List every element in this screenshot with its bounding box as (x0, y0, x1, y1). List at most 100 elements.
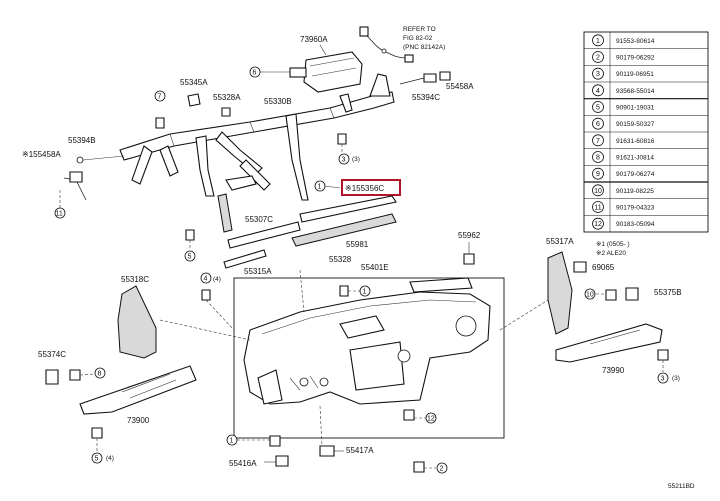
clip-55375B (625, 287, 639, 301)
callout-5[interactable] (184, 250, 196, 262)
label-55315A[interactable]: 55315A (244, 267, 272, 276)
callout-3-right-text: 3 (661, 376, 665, 383)
callout-5-left-text: 5 (95, 456, 99, 463)
clip-55416A (275, 455, 289, 467)
clip-55374C (45, 369, 59, 385)
table-row-part-number[interactable]: 90179-06292 (616, 55, 655, 62)
label-55394B[interactable]: 55394B (68, 136, 96, 145)
callout-12[interactable] (425, 412, 437, 424)
label-55374C[interactable]: 55374C (38, 350, 66, 359)
table-row-number: 7 (596, 138, 600, 145)
callout-11-left[interactable] (54, 207, 66, 219)
table-row-part-number[interactable]: 90159-50327 (616, 121, 655, 128)
label-55328[interactable]: 55328 (329, 255, 352, 264)
callout-3-top[interactable] (338, 153, 350, 165)
callout-6-text: 6 (253, 70, 257, 77)
label-73960A[interactable]: 73960A (300, 35, 328, 44)
callout-5-left[interactable] (91, 452, 103, 464)
label-55317A[interactable]: 55317A (546, 237, 574, 246)
table-row-number: 5 (596, 105, 600, 112)
table-row-part-number[interactable]: 90179-04323 (616, 205, 655, 212)
bolt-55458A (439, 71, 451, 81)
trim-55307C (217, 193, 301, 269)
lower-panel-73900 (79, 365, 197, 415)
label-55328A[interactable]: 55328A (213, 93, 241, 102)
table-row-callout (592, 167, 604, 180)
callout-1-inner[interactable] (359, 285, 371, 297)
label-55318C[interactable]: 55318C (121, 275, 149, 284)
table-row-part-number[interactable]: 90183-05094 (616, 221, 655, 228)
label-73900[interactable]: 73900 (127, 416, 150, 425)
table-row-number: 11 (594, 205, 601, 212)
note-2: ※2 ALE20 (596, 250, 626, 257)
instrument-panel-55401E (243, 277, 491, 405)
panel-strip-55981 (291, 213, 397, 247)
callout-4[interactable] (200, 272, 212, 284)
table-row-part-number[interactable]: 90179-06274 (616, 171, 655, 178)
table-row-number: 3 (596, 71, 600, 78)
table-row-part-number[interactable]: 90119-08225 (616, 188, 654, 195)
label-155356C[interactable]: ※155356C (345, 184, 384, 193)
callout-11-left-text: 11 (56, 211, 63, 218)
refer-note-line-3[interactable]: (PNC 82142A) (403, 44, 445, 51)
callout-8-text: 8 (98, 371, 102, 378)
assembly-box-55401E (233, 277, 505, 439)
callout-12-text: 12 (427, 416, 435, 423)
callout-10[interactable] (584, 288, 596, 300)
refer-note-line-1: REFER TO (403, 26, 436, 33)
label-55394C[interactable]: 55394C (412, 93, 440, 102)
label-155458A[interactable]: ※155458A (22, 150, 61, 159)
table-row-part-number[interactable]: 90901-19031 (616, 105, 655, 112)
callout-5-text: 5 (188, 254, 192, 261)
label-55345A[interactable]: 55345A (180, 78, 208, 87)
label-69065[interactable]: 69065 (592, 263, 615, 272)
clip-69065 (573, 261, 587, 273)
side-panel-55317A (547, 251, 573, 335)
table-row-part-number[interactable]: 93568-55014 (616, 88, 655, 95)
side-panel-55318C (117, 285, 157, 359)
callout-2[interactable] (436, 462, 448, 474)
table-row-callout (592, 117, 604, 130)
label-55458A[interactable]: 55458A (446, 82, 474, 91)
callout-1-bottom-text: 1 (230, 438, 234, 445)
table-row-callout (592, 34, 604, 47)
label-55330B[interactable]: 55330B (264, 97, 292, 106)
table-row-callout (592, 51, 604, 63)
note-4-lower-asterisk: (4) (106, 455, 114, 462)
wire-harness (359, 26, 414, 63)
label-55307C[interactable]: 55307C (245, 215, 273, 224)
clip-55328A (221, 107, 231, 117)
callout-7-top-text: 7 (158, 94, 162, 101)
highlight-155356C (341, 179, 401, 196)
label-55416A[interactable]: 55416A (229, 459, 257, 468)
refer-note-line-2[interactable]: FIG 82-02 (403, 35, 433, 42)
label-55981[interactable]: 55981 (346, 240, 369, 249)
clip-55417A (319, 445, 335, 457)
label-55375B[interactable]: 55375B (654, 288, 682, 297)
instrument-panel-reinforcement-55330B (119, 73, 395, 201)
table-row-number: 9 (596, 171, 600, 178)
callout-7-top[interactable] (154, 90, 166, 102)
callout-3-top-text: 3 (342, 157, 346, 164)
note-1: ※1 (0505- ) (596, 241, 630, 248)
figure-code: 55211BD (668, 483, 695, 490)
table-row-part-number[interactable]: 91631-60816 (616, 138, 655, 145)
table-row-number: 10 (594, 188, 602, 195)
label-55417A[interactable]: 55417A (346, 446, 374, 455)
table-row-part-number[interactable]: 90119-06951 (616, 71, 654, 78)
label-73990[interactable]: 73990 (602, 366, 625, 375)
table-row-callout (592, 84, 604, 97)
note-3-asterisk: (3) (352, 156, 360, 163)
table-row-callout (592, 201, 604, 213)
callout-8[interactable] (94, 367, 106, 379)
table-row-part-number[interactable]: 91553-80614 (616, 38, 655, 45)
callout-1-inner-text: 1 (363, 289, 367, 296)
label-55962[interactable]: 55962 (458, 231, 481, 240)
callout-3-right[interactable] (657, 372, 669, 384)
table-row-part-number[interactable]: 91621-J0814 (616, 155, 654, 162)
table-row-callout (592, 134, 604, 147)
callout-1-mid-text: 1 (318, 184, 322, 191)
table-row-callout (592, 184, 604, 197)
label-55401E[interactable]: 55401E (361, 263, 389, 272)
